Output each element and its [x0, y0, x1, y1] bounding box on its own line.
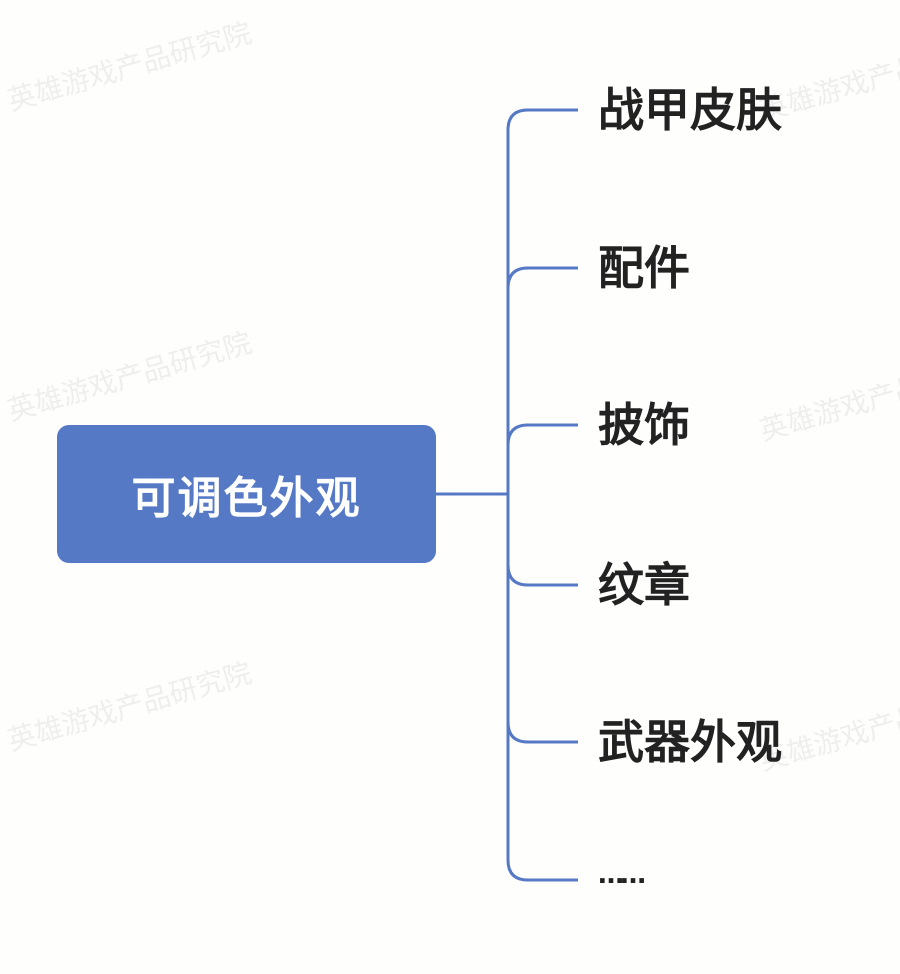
branch-connector: [506, 423, 578, 446]
branch-connector: [506, 266, 578, 289]
branch-connector: [506, 721, 578, 744]
branch-node[interactable]: 武器外观: [598, 715, 782, 769]
branch-node[interactable]: 披饰: [598, 398, 690, 452]
branch-node[interactable]: 战甲皮肤: [598, 83, 782, 137]
branch-spine: [506, 108, 578, 882]
root-node[interactable]: 可调色外观: [57, 425, 436, 563]
branch-node[interactable]: 配件: [598, 241, 690, 295]
branch-node[interactable]: 纹章: [598, 558, 690, 612]
branch-connector: [506, 564, 578, 587]
branch-node[interactable]: ……: [598, 860, 646, 890]
root-label: 可调色外观: [131, 473, 362, 524]
